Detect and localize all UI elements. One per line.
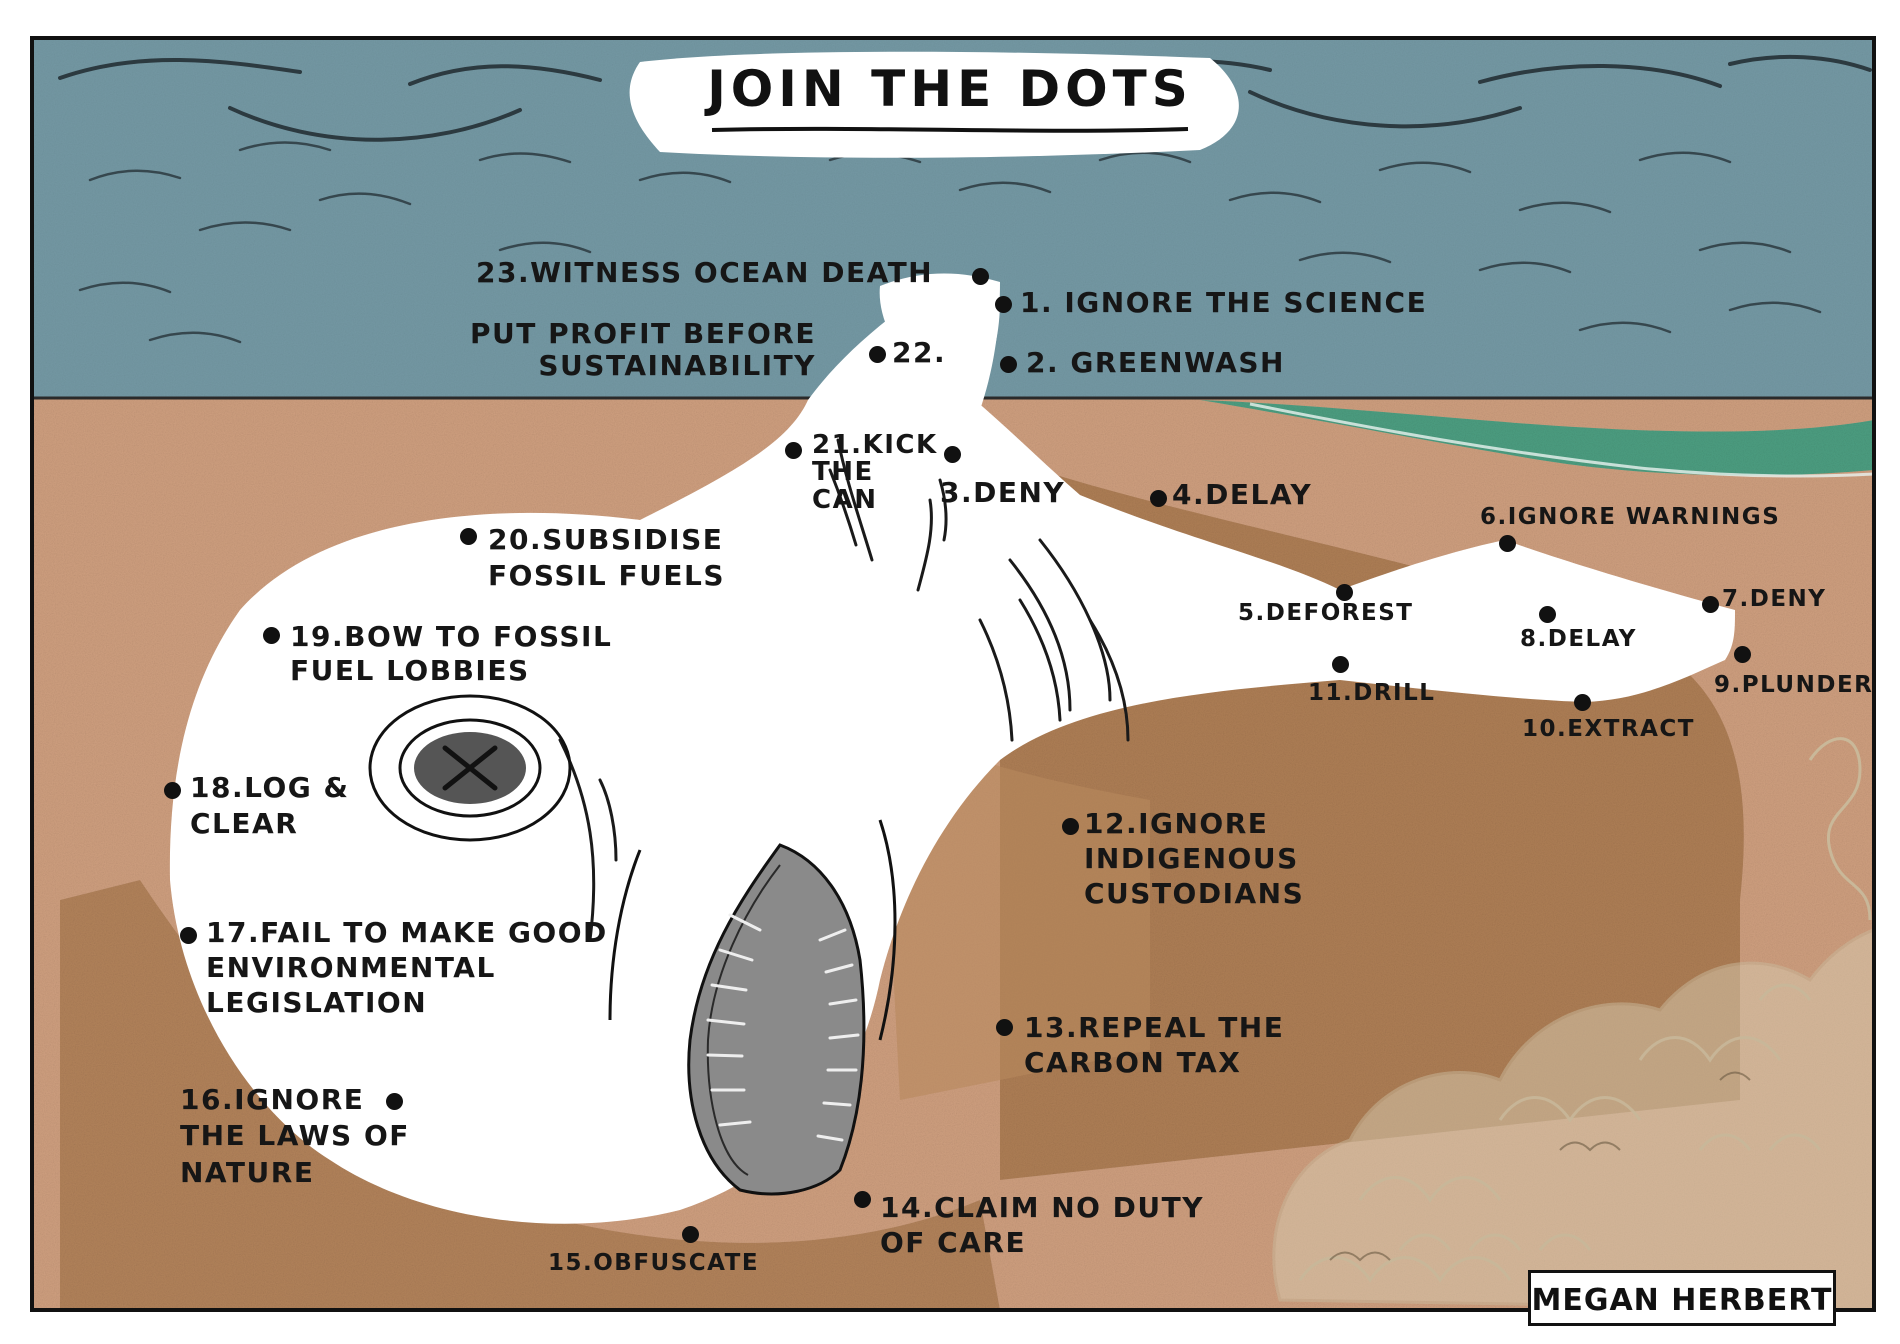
dot-17 bbox=[180, 927, 197, 944]
label-23: 23.WITNESS OCEAN DEATH bbox=[476, 256, 934, 289]
whale-body bbox=[169, 294, 1736, 1224]
label-18: 18.LOG & CLEAR bbox=[190, 771, 350, 841]
dot-18 bbox=[164, 782, 181, 799]
label-6: 6.IGNORE WARNINGS bbox=[1480, 504, 1781, 530]
dot-5 bbox=[1336, 584, 1353, 601]
foam-scribble bbox=[1272, 737, 1874, 1310]
label-22: PUT PROFIT BEFORE SUSTAINABILITY bbox=[470, 317, 816, 383]
dot-21 bbox=[785, 442, 802, 459]
whale-fin bbox=[879, 273, 1000, 410]
label-16: 16.IGNORE THE LAWS OF NATURE bbox=[180, 1083, 410, 1189]
title-banner: JOIN THE DOTS bbox=[640, 52, 1260, 142]
label-21: 21.KICK THE CAN bbox=[812, 430, 938, 515]
label-9: 9.PLUNDER bbox=[1714, 672, 1874, 698]
label-10: 10.EXTRACT bbox=[1522, 716, 1695, 742]
dot-2 bbox=[1000, 356, 1017, 373]
label-12: 12.IGNORE INDIGENOUS CUSTODIANS bbox=[1084, 807, 1305, 910]
label-7: 7.DENY bbox=[1722, 586, 1827, 612]
dot-1 bbox=[995, 296, 1012, 313]
dot-3 bbox=[944, 446, 961, 463]
dot-22 bbox=[869, 346, 886, 363]
page-title: JOIN THE DOTS bbox=[707, 60, 1193, 118]
label-20: 20.SUBSIDISE FOSSIL FUELS bbox=[488, 523, 726, 593]
label-13: 13.REPEAL THE CARBON TAX bbox=[1024, 1011, 1285, 1079]
dot-13 bbox=[996, 1019, 1013, 1036]
label-3: 3.DENY bbox=[940, 476, 1066, 509]
label-19: 19.BOW TO FOSSIL FUEL LOBBIES bbox=[290, 620, 613, 687]
dot-15 bbox=[682, 1226, 699, 1243]
dot-7 bbox=[1702, 596, 1719, 613]
artist-signature: MEGAN HERBERT bbox=[1528, 1270, 1836, 1326]
label-5: 5.DEFOREST bbox=[1238, 600, 1414, 626]
label-22-number: 22. bbox=[892, 336, 947, 369]
whale-eye-outer bbox=[368, 694, 572, 842]
dot-12 bbox=[1062, 818, 1079, 835]
panel-frame bbox=[30, 36, 1876, 1312]
title-underline bbox=[711, 126, 1189, 133]
label-14: 14.CLAIM NO DUTY OF CARE bbox=[880, 1191, 1205, 1259]
dot-4 bbox=[1150, 490, 1167, 507]
dot-20 bbox=[460, 528, 477, 545]
dot-14 bbox=[854, 1191, 871, 1208]
dot-10 bbox=[1574, 694, 1591, 711]
dot-9 bbox=[1734, 646, 1751, 663]
label-2: 2. GREENWASH bbox=[1026, 346, 1285, 379]
label-17: 17.FAIL TO MAKE GOOD ENVIRONMENTAL LEGIS… bbox=[206, 916, 608, 1019]
dot-19 bbox=[263, 627, 280, 644]
label-4: 4.DELAY bbox=[1172, 478, 1313, 511]
dot-6 bbox=[1499, 535, 1516, 552]
dot-11 bbox=[1332, 656, 1349, 673]
whale-mouth bbox=[687, 843, 866, 1196]
label-8: 8.DELAY bbox=[1520, 626, 1637, 652]
dot-23 bbox=[972, 268, 989, 285]
label-15: 15.OBFUSCATE bbox=[548, 1250, 760, 1276]
surf-wash bbox=[1200, 400, 1874, 476]
dot-16 bbox=[386, 1093, 403, 1110]
dot-8 bbox=[1539, 606, 1556, 623]
label-11: 11.DRILL bbox=[1308, 680, 1436, 706]
label-1: 1. IGNORE THE SCIENCE bbox=[1020, 286, 1428, 319]
